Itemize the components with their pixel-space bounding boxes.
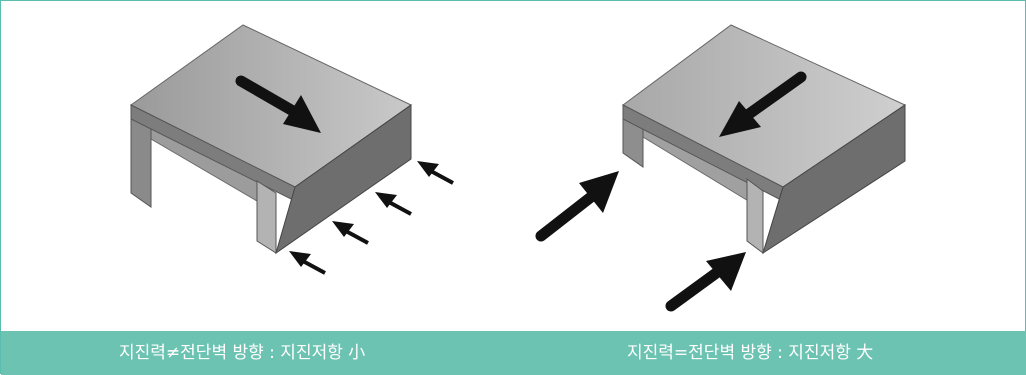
right-lower-force-arrow-icon bbox=[665, 252, 746, 312]
left-side-force-arrows-icon bbox=[289, 161, 454, 275]
left-building-model bbox=[130, 24, 412, 255]
left-caption: 지진력≠전단벽 방향 : 지진저항 小 bbox=[119, 343, 366, 363]
right-building-model bbox=[622, 24, 907, 255]
left-side-arrow-3-icon bbox=[332, 221, 369, 245]
left-shear-wall-face bbox=[275, 104, 412, 255]
right-upper-force-arrow-icon bbox=[535, 171, 619, 242]
caption-bar: 지진력≠전단벽 방향 : 지진저항 小 지진력=전단벽 방향 : 지진저항 大 bbox=[1, 331, 1026, 375]
left-side-arrow-4-icon bbox=[289, 251, 326, 275]
right-shear-wall-end bbox=[746, 178, 764, 254]
diagram-canvas bbox=[130, 24, 907, 312]
right-side-face bbox=[762, 104, 906, 255]
left-side-arrow-2-icon bbox=[375, 192, 412, 216]
left-roof-force-arrow-icon bbox=[235, 75, 321, 133]
right-roof-force-arrow-icon bbox=[719, 71, 807, 137]
left-wall-end-front bbox=[256, 180, 277, 254]
right-caption: 지진력=전단벽 방향 : 지진저항 大 bbox=[627, 343, 874, 363]
left-side-arrow-1-icon bbox=[417, 161, 454, 185]
